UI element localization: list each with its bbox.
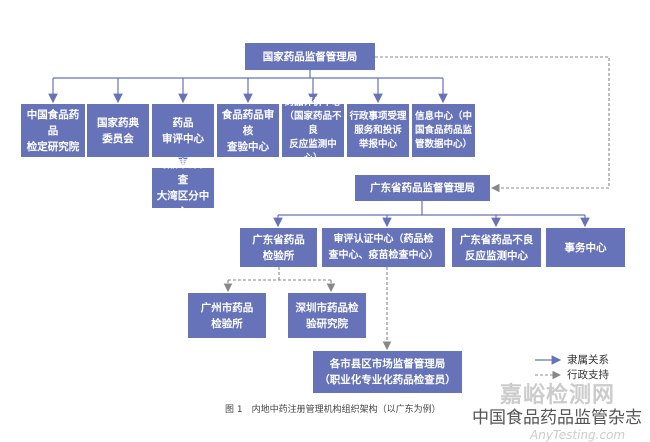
row1-box: 行政事项受理 服务和投诉 举报中心: [347, 104, 409, 157]
row2-box: 广东省药品 检验所: [240, 228, 317, 267]
sub-center-box: 药品审评检查 大湾区分中心: [152, 158, 214, 218]
row1-box: 药品 审评中心: [152, 104, 214, 157]
row1-box: 国家药典 委员会: [87, 104, 149, 157]
legend-dashed: 行政支持: [567, 369, 609, 381]
watermark-url: AnyTesting.com: [530, 428, 626, 442]
row2-box: 审评认证中心（药品检 查中心、疫苗检查中心）: [322, 228, 445, 267]
row2-box: 事务中心: [546, 228, 625, 267]
guangdong-box: 广东省药品监督管理局: [355, 175, 490, 201]
row2-box: 广东省药品不良 反应监测中心: [452, 228, 541, 267]
row1-box: 中国食品药品 检定研究院: [21, 104, 85, 157]
nmpa-box: 国家药品监督管理局: [245, 43, 375, 70]
row1-box: 信息中心（中 国食品药品监 管数据中心）: [412, 104, 475, 157]
legend-solid: 隶属关系: [567, 354, 609, 366]
row3-box: 广州市药品 检验所: [188, 293, 266, 338]
local-bureau-box: 各市县区市场监督管理局 （职业化专业化药品检查员）: [313, 351, 462, 393]
watermark-site: 嘉峪检测网: [500, 383, 616, 408]
dashed-lines: [223, 56, 610, 380]
watermark-source: 中国食品药品监管杂志: [472, 408, 642, 428]
row1-box: 食品药品审核 查验中心: [217, 104, 279, 157]
row3-box: 深圳市药品检 验研究院: [288, 293, 366, 338]
row1-box: 药品评价中心 （国家药品不良 反应监测中心）: [282, 97, 344, 164]
figure-caption: 图 1 内地中药注册管理机构组织架构（以广东为例）: [225, 405, 441, 415]
solid-lines: [48, 70, 590, 365]
